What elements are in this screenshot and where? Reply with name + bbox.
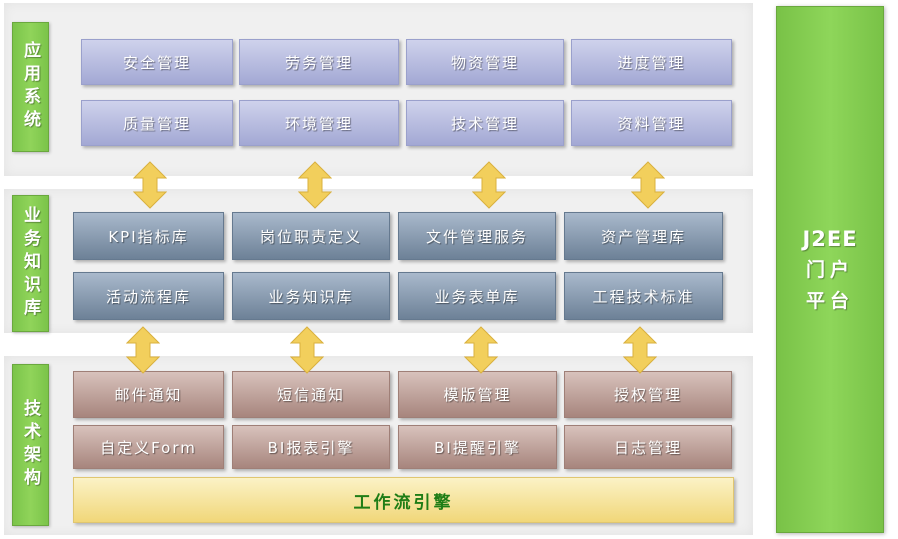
app-box-documents: 资料管理 (571, 100, 732, 146)
double-arrow-icon (472, 161, 506, 209)
tech-box-log: 日志管理 (564, 425, 732, 469)
tech-box-bi-report: BI报表引擎 (232, 425, 390, 469)
app-box-technology: 技术管理 (406, 100, 564, 146)
app-layer-label: 应用系统 (12, 22, 49, 152)
biz-layer-label: 业务知识库 (12, 195, 49, 332)
double-arrow-icon (133, 161, 167, 209)
tech-box-custom-form: 自定义Form (73, 425, 224, 469)
app-box-labor: 劳务管理 (239, 39, 399, 85)
app-box-environment: 环境管理 (239, 100, 399, 146)
biz-box-process: 活动流程库 (73, 272, 224, 320)
app-box-quality: 质量管理 (81, 100, 233, 146)
app-box-safety: 安全管理 (81, 39, 233, 85)
app-box-progress: 进度管理 (571, 39, 732, 85)
biz-box-job-duties: 岗位职责定义 (232, 212, 390, 260)
app-box-materials: 物资管理 (406, 39, 564, 85)
double-arrow-icon (290, 326, 324, 374)
biz-box-knowledge: 业务知识库 (232, 272, 390, 320)
double-arrow-icon (623, 326, 657, 374)
portal-subtitle-line1: 门户 (805, 258, 854, 281)
tech-box-sms: 短信通知 (232, 371, 390, 418)
double-arrow-icon (298, 161, 332, 209)
biz-box-assets: 资产管理库 (564, 212, 723, 260)
tech-box-bi-alert: BI提醒引擎 (398, 425, 557, 469)
biz-box-standards: 工程技术标准 (564, 272, 723, 320)
tech-box-mail: 邮件通知 (73, 371, 224, 418)
workflow-engine-bar: 工作流引擎 (73, 477, 734, 523)
double-arrow-icon (464, 326, 498, 374)
double-arrow-icon (126, 326, 160, 374)
tech-box-authorization: 授权管理 (564, 371, 732, 418)
biz-box-forms: 业务表单库 (398, 272, 556, 320)
tech-box-template: 模版管理 (398, 371, 557, 418)
biz-box-kpi: KPI指标库 (73, 212, 224, 260)
double-arrow-icon (631, 161, 665, 209)
portal-subtitle-line2: 平台 (805, 289, 854, 312)
biz-box-file-service: 文件管理服务 (398, 212, 556, 260)
j2ee-portal-platform: J2EE 门户 平台 (776, 6, 884, 533)
app-layer-panel (4, 3, 753, 176)
portal-title: J2EE (802, 226, 858, 251)
tech-layer-label: 技术架构 (12, 364, 49, 526)
